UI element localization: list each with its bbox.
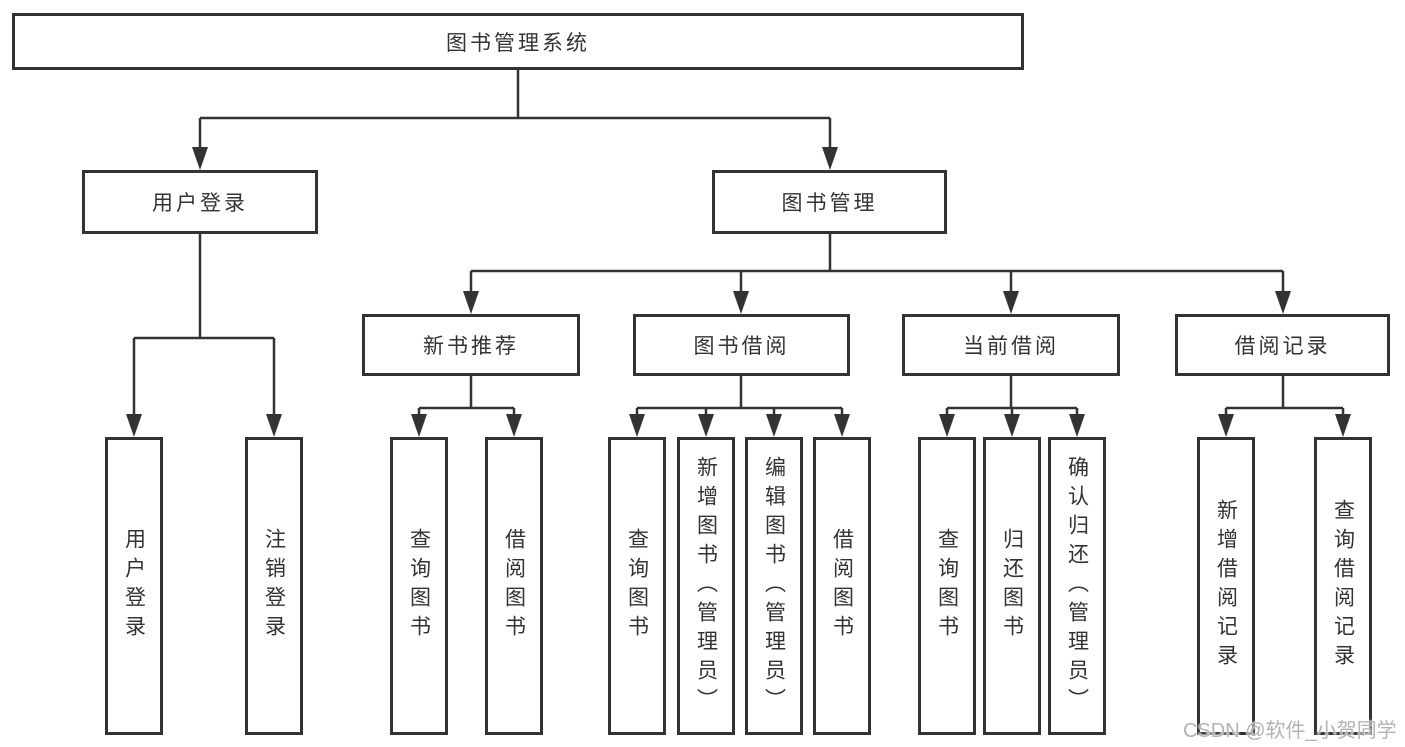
node-label: 新增借阅记录 [1214,499,1238,673]
node-label: 新书推荐 [423,335,519,358]
arrowhead-down-icon [629,414,645,437]
node-label: 归还图书 [1000,528,1024,644]
node-label: 当前借阅 [963,335,1059,358]
node-label: 图书借阅 [693,335,790,358]
node-label: 借阅记录 [1234,335,1331,358]
leaf-user-login: 用户登录 [105,437,163,735]
arrowhead-down-icon [192,147,208,170]
node-book-management: 图书管理 [712,170,947,234]
node-borrowing-records: 借阅记录 [1175,314,1390,376]
node-label: 借阅图书 [502,528,526,644]
arrowhead-down-icon [1069,414,1085,437]
node-new-book-recommendation: 新书推荐 [362,314,580,376]
node-label: 用户登录 [152,192,248,215]
arrowhead-down-icon [1004,414,1020,437]
watermark: CSDN @软件_小贺同学 [1183,720,1397,742]
arrowhead-down-icon [834,414,850,437]
arrowhead-down-icon [463,291,479,314]
leaf-query-borrow-record: 查询借阅记录 [1314,437,1372,735]
arrowhead-down-icon [1335,414,1351,437]
leaf-borrow-books-recommend: 借阅图书 [485,437,543,735]
arrowheads [126,147,1351,437]
node-label: 确认归还（管理员） [1065,455,1089,717]
node-label: 查询图书 [935,528,959,644]
node-label: 借阅图书 [830,528,854,644]
arrowhead-down-icon [1003,291,1019,314]
leaf-borrow-books-borrowing: 借阅图书 [813,437,871,735]
arrowhead-down-icon [126,414,142,437]
node-label: 新增图书（管理员） [694,455,718,717]
leaf-logout: 注销登录 [245,437,303,735]
node-label: 图书管理 [781,192,878,215]
arrowhead-down-icon [733,291,749,314]
node-book-borrowing: 图书借阅 [633,314,850,376]
leaf-add-book-admin: 新增图书（管理员） [677,437,735,735]
arrowhead-down-icon [1275,291,1291,314]
node-label: 查询图书 [625,528,649,644]
leaf-query-books-borrowing: 查询图书 [608,437,666,735]
node-label: 查询借阅记录 [1331,499,1355,673]
arrowhead-down-icon [766,414,782,437]
node-user-login: 用户登录 [82,170,318,234]
node-label: 注销登录 [262,528,286,644]
leaf-query-books-recommend: 查询图书 [390,437,448,735]
arrowhead-down-icon [506,414,522,437]
arrowhead-down-icon [411,414,427,437]
node-current-borrowing: 当前借阅 [902,314,1120,376]
arrowhead-down-icon [822,147,838,170]
node-label: 查询图书 [407,528,431,644]
node-label: 图书管理系统 [446,31,590,55]
arrowhead-down-icon [1218,414,1234,437]
node-label: 用户登录 [122,528,146,644]
leaf-add-borrow-record: 新增借阅记录 [1197,437,1255,735]
leaf-confirm-return-admin: 确认归还（管理员） [1048,437,1106,735]
leaf-return-books: 归还图书 [983,437,1041,735]
arrowhead-down-icon [266,414,282,437]
leaf-query-books-current: 查询图书 [918,437,976,735]
node-library-system: 图书管理系统 [12,13,1024,70]
arrowhead-down-icon [939,414,955,437]
node-label: 编辑图书（管理员） [762,455,786,717]
leaf-edit-book-admin: 编辑图书（管理员） [745,437,803,735]
arrowhead-down-icon [698,414,714,437]
